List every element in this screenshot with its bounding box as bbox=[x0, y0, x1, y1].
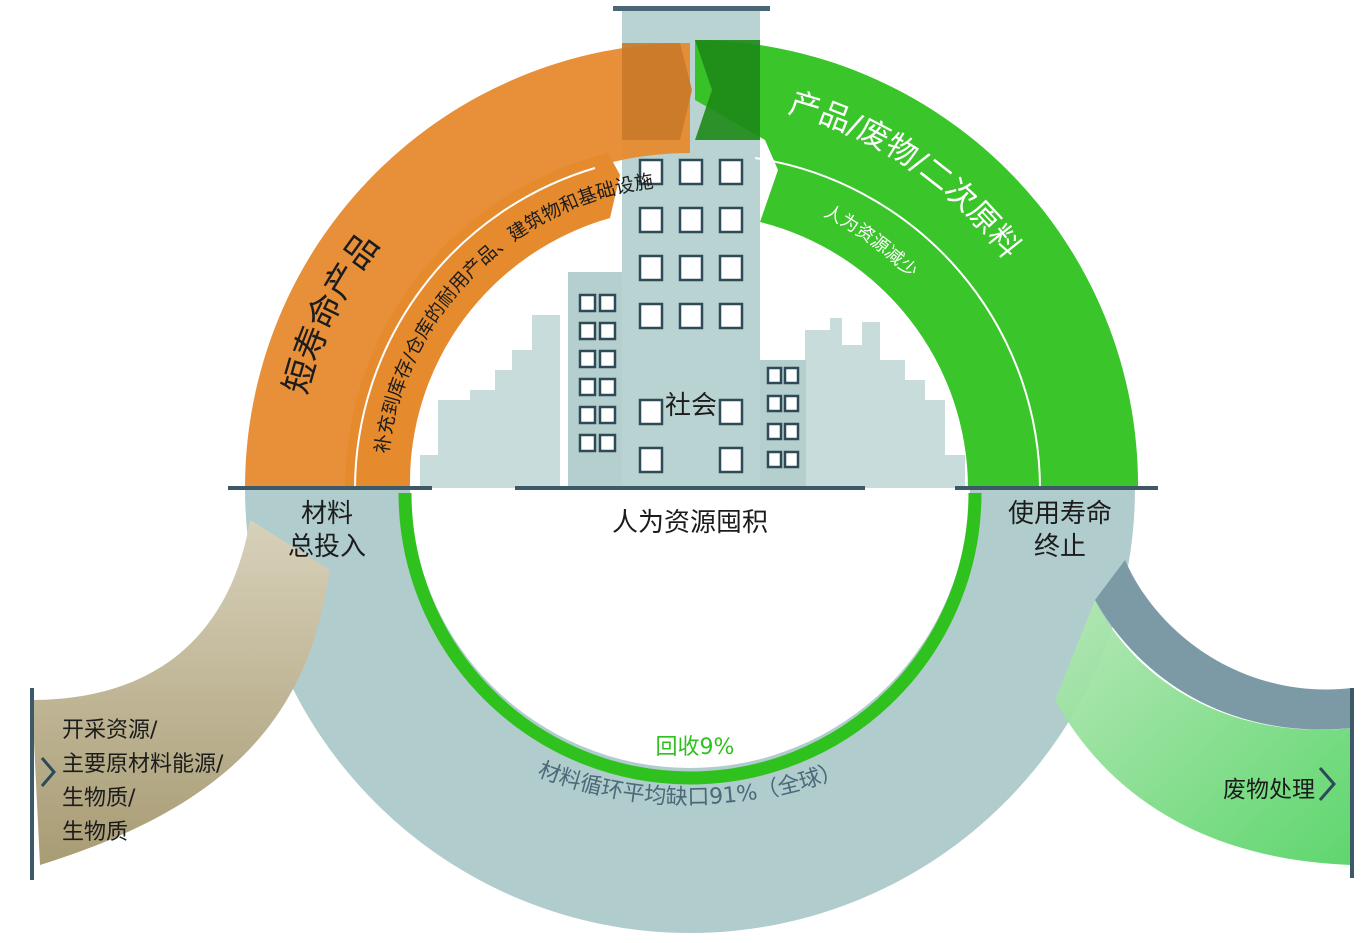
stock-accumulation-label: 人为资源囤积 bbox=[611, 508, 768, 538]
short-lived-products-arc bbox=[245, 43, 690, 488]
building-windows bbox=[578, 158, 800, 474]
extraction-line: 生物质 bbox=[62, 820, 129, 845]
building-window bbox=[718, 398, 744, 426]
material-input-line: 总投入 bbox=[287, 532, 366, 562]
boundary-lines bbox=[30, 486, 1354, 880]
building-window bbox=[578, 321, 597, 341]
building-window bbox=[598, 377, 617, 397]
building-window bbox=[638, 254, 664, 282]
building-window bbox=[578, 349, 597, 369]
stock-addition-arc bbox=[345, 153, 620, 488]
chevron-right-icon bbox=[1318, 767, 1336, 801]
building-window bbox=[766, 450, 783, 469]
building-window bbox=[678, 302, 704, 330]
building-window bbox=[718, 254, 744, 282]
building-window bbox=[598, 293, 617, 313]
building-window bbox=[783, 394, 800, 413]
building-window bbox=[578, 293, 597, 313]
building-window bbox=[718, 446, 744, 474]
recycling-label: 回收9% bbox=[655, 735, 735, 760]
extraction-line: 开采资源/ bbox=[62, 718, 158, 743]
building-window bbox=[578, 405, 597, 425]
secondary-materials-arc bbox=[695, 40, 1139, 488]
building-window bbox=[598, 405, 617, 425]
end-of-life-line: 终止 bbox=[1033, 532, 1086, 562]
building-window bbox=[718, 206, 744, 234]
building-window bbox=[598, 321, 617, 341]
end-of-life-line: 使用寿命 bbox=[1007, 499, 1112, 529]
building-window bbox=[718, 158, 744, 186]
building-window bbox=[766, 394, 783, 413]
circularity-gap-ring bbox=[245, 488, 1135, 933]
building-window bbox=[678, 206, 704, 234]
chevron-right-icon bbox=[40, 757, 56, 787]
material-input-label: 材料 总投入 bbox=[262, 498, 392, 564]
building-window bbox=[598, 433, 617, 453]
material-input-line: 材料 bbox=[300, 499, 353, 529]
end-of-life-label: 使用寿命 终止 bbox=[985, 498, 1135, 564]
building-window bbox=[638, 206, 664, 234]
building-window bbox=[783, 450, 800, 469]
extraction-line: 主要原材料能源/ bbox=[62, 752, 224, 777]
building-window bbox=[638, 158, 664, 186]
building-window bbox=[578, 377, 597, 397]
building-window bbox=[678, 254, 704, 282]
building-window bbox=[638, 398, 664, 426]
building-window bbox=[638, 302, 664, 330]
building-window bbox=[598, 349, 617, 369]
building-window bbox=[718, 302, 744, 330]
extraction-label: 开采资源/ 主要原材料能源/ 生物质/ 生物质 bbox=[62, 714, 292, 850]
building-window bbox=[783, 366, 800, 385]
recycling-ring bbox=[398, 492, 982, 785]
society-label: 社会 bbox=[664, 391, 717, 421]
building-window bbox=[678, 158, 704, 186]
waste-treatment-outflow bbox=[1055, 600, 1352, 865]
extraction-line: 生物质/ bbox=[62, 786, 136, 811]
building-window bbox=[578, 433, 597, 453]
extraction-inflow bbox=[32, 520, 330, 865]
emissions-outflow bbox=[1095, 560, 1352, 730]
waste-treatment-label: 废物处理 bbox=[1223, 777, 1315, 803]
building-window bbox=[638, 446, 664, 474]
building-window bbox=[766, 422, 783, 441]
building-window bbox=[766, 366, 783, 385]
building-window bbox=[783, 422, 800, 441]
